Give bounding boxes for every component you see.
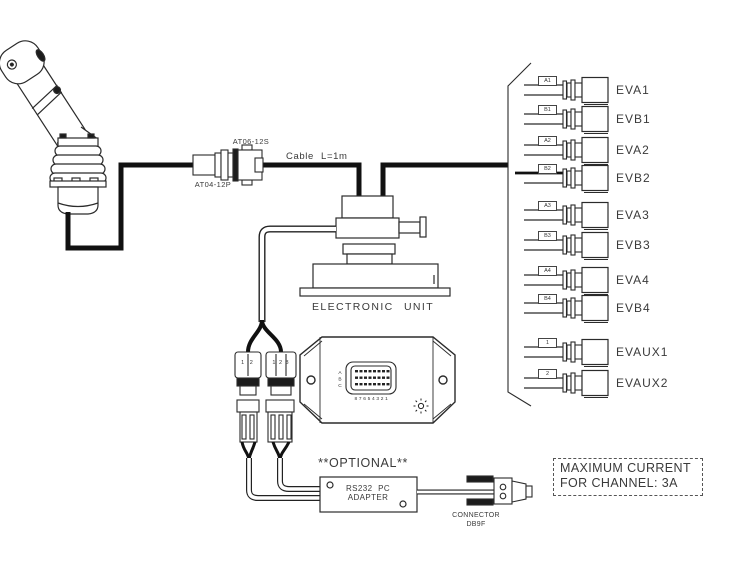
channel-name: EVB1 [616, 112, 651, 126]
main-cable [65, 162, 508, 251]
optional-label: **OPTIONAL** [318, 456, 408, 470]
ecu-row-label-b: B [338, 377, 341, 383]
solenoid-connector-drawing [524, 294, 609, 324]
ecu-top-view: A B C 87654321 [299, 336, 456, 424]
solenoid-connector-drawing [524, 136, 609, 166]
channel-group-bracket [507, 62, 532, 407]
channel-name: EVA4 [616, 273, 650, 287]
channel-row-evb4: B4 EVB4 [510, 294, 750, 324]
mounting-hole-right [438, 375, 448, 385]
channel-name: EVA2 [616, 143, 650, 157]
channel-name: EVB3 [616, 238, 651, 252]
channel-name: EVA3 [616, 208, 650, 222]
max-current-note: MAXIMUM CURRENT FOR CHANNEL: 3A [553, 458, 703, 496]
mounting-hole-left [306, 375, 316, 385]
channel-row-eva3: A3 EVA3 [510, 201, 750, 231]
ecu-pin-numbers: 87654321 [355, 396, 390, 402]
solenoid-connector-drawing [524, 201, 609, 231]
channel-tag: A3 [538, 201, 557, 211]
channel-tag: 2 [538, 369, 557, 379]
split-harness: 1 2 1 2 3 [234, 319, 320, 501]
rs232-label-line1: RS232 PC [346, 484, 390, 493]
right-plug-pin-numbers: 1 2 3 [272, 360, 289, 366]
electronic-unit-label: ELECTRONIC UNIT [311, 301, 435, 313]
channel-row-eva1: A1 EVA1 [510, 76, 750, 106]
channel-tag: 1 [538, 338, 557, 348]
ecu-row-label-a: A [338, 370, 342, 376]
cable-length-label: Cable L=1m [286, 151, 348, 162]
at04-label: AT04-12P [194, 180, 232, 189]
channel-tag: A2 [538, 136, 557, 146]
left-plug-pin-numbers: 1 2 [241, 360, 255, 366]
joystick-side-button-icon [35, 49, 46, 62]
joystick [0, 40, 107, 215]
at06-label: AT06-12S [232, 137, 270, 146]
harness-tube [258, 225, 336, 322]
channel-tag: B4 [538, 294, 557, 304]
note-line2: FOR CHANNEL: 3A [560, 475, 678, 490]
channel-tag: B1 [538, 105, 557, 115]
solenoid-connector-drawing [524, 105, 609, 135]
channel-name: EVB4 [616, 301, 651, 315]
ecu-multipin-connector [345, 361, 397, 395]
channel-name: EVA1 [616, 83, 650, 97]
joystick-top-button-icon [6, 59, 17, 70]
solenoid-connector-drawing [524, 76, 609, 106]
solenoid-connector-drawing [524, 231, 609, 261]
solenoid-connector-drawing [524, 369, 609, 399]
channel-tag: B3 [538, 231, 557, 241]
rs232-label-line2: ADAPTER [347, 493, 389, 502]
joystick-base [49, 177, 107, 215]
electronic-unit-side-view [299, 195, 451, 297]
ecu-row-label-c: C [338, 383, 342, 389]
solenoid-connector-drawing [515, 164, 609, 194]
db9-label-line2: DB9F [466, 521, 486, 528]
channel-name: EVAUX2 [616, 376, 669, 390]
solenoid-connector-drawing [524, 338, 609, 368]
channel-row-evb2: B2 EVB2 [510, 164, 750, 194]
channel-row-eva4: A4 EVA4 [510, 266, 750, 296]
channel-row-evaux2: 2 EVAUX2 [510, 369, 750, 399]
solenoid-connector-drawing [524, 266, 609, 296]
at-connector-pair [192, 144, 264, 186]
channel-row-evaux1: 1 EVAUX1 [510, 338, 750, 368]
channel-row-evb1: B1 EVB1 [510, 105, 750, 135]
note-line1: MAXIMUM CURRENT [560, 461, 691, 475]
channel-name: EVB2 [616, 171, 651, 185]
channel-tag: B2 [538, 164, 557, 174]
channel-tag: A4 [538, 266, 557, 276]
channel-tag: A1 [538, 76, 557, 86]
db9-connector [417, 475, 533, 506]
led-indicator-icon [413, 398, 429, 414]
channel-row-eva2: A2 EVA2 [510, 136, 750, 166]
channel-row-evb3: B3 EVB3 [510, 231, 750, 261]
channel-name: EVAUX1 [616, 345, 669, 359]
db9-label-line1: CONNECTOR [452, 512, 500, 519]
